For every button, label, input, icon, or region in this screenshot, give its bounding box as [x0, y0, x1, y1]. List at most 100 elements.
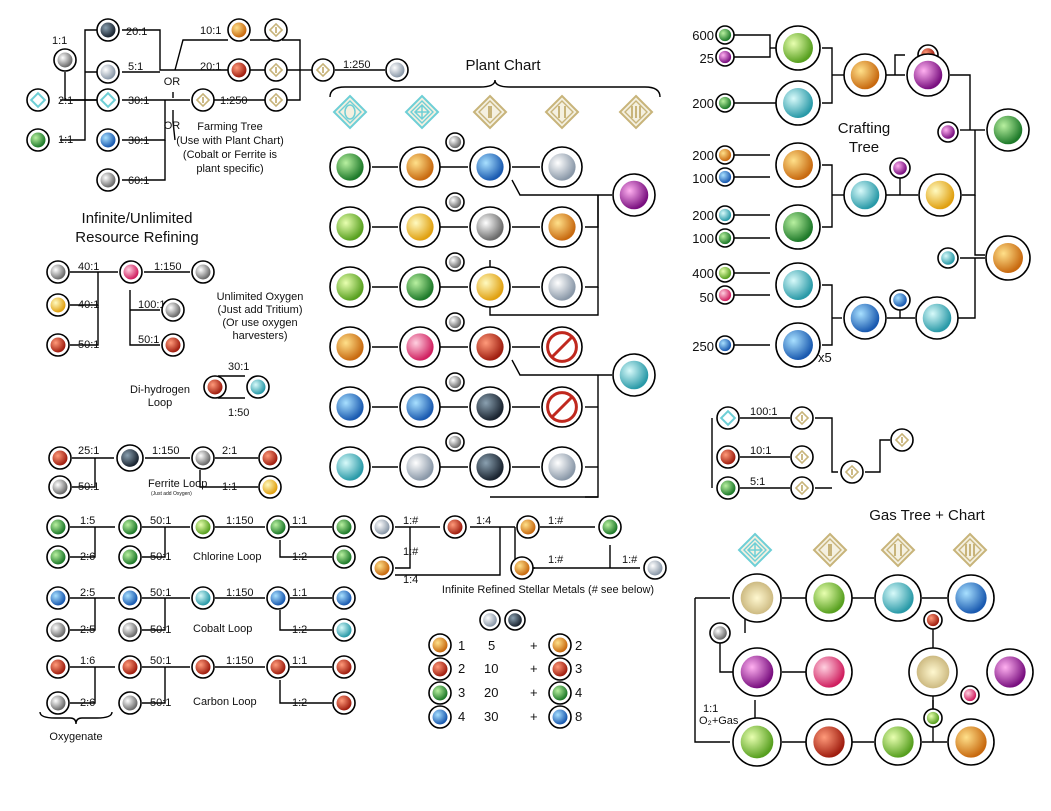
- plant-r6-c4-icon: [541, 446, 583, 488]
- svg-text:2:6: 2:6: [80, 551, 95, 563]
- cobalt-icon: [96, 128, 120, 152]
- stellar-hdr-2-icon: [504, 609, 526, 631]
- svg-text:1:150: 1:150: [226, 515, 254, 527]
- craft-glass-icon: [775, 262, 821, 308]
- dihydrogen-title-2: Loop: [148, 397, 172, 409]
- svg-text:10:1: 10:1: [200, 25, 221, 37]
- refined-c-icon: [264, 88, 288, 112]
- plant-r4-c2-icon: [399, 326, 441, 368]
- ferrite-dust-icon: [96, 60, 120, 84]
- svg-text:2:5: 2:5: [80, 624, 95, 636]
- stellar-d-icon: [643, 556, 667, 580]
- stellar-in-2-icon: [370, 556, 394, 580]
- craft-crystal-icon: [906, 53, 950, 97]
- gas-tree-mid-2-icon: [790, 445, 814, 469]
- chlorine-in-2-icon: [46, 545, 70, 569]
- gas-col-header-1-icon: [737, 532, 773, 568]
- gas-tree-in-2-icon: [716, 445, 740, 469]
- plant-r1-c3-icon: [469, 146, 511, 188]
- plant-catalyst-r5-icon: [445, 372, 465, 392]
- crafting-title-2: Tree: [849, 139, 879, 156]
- farming-title-1: Farming Tree: [197, 121, 262, 133]
- oxy-out-1-icon: [191, 260, 215, 284]
- gas-pearl-icon: [986, 648, 1034, 696]
- gas-title: Gas Tree + Chart: [869, 507, 985, 524]
- carbon-in-4-icon: [118, 691, 142, 715]
- plant-r6-c2-icon: [399, 446, 441, 488]
- cobalt-in-3-icon: [118, 586, 142, 610]
- svg-text:10: 10: [484, 661, 498, 676]
- svg-text:+: +: [530, 661, 538, 676]
- farming-title-2: (Use with Plant Chart): [176, 135, 284, 147]
- plant-r6-c3-icon: [469, 446, 511, 488]
- red-mix-icon: [227, 58, 251, 82]
- plant-chart-title: Plant Chart: [465, 57, 541, 74]
- plant-r1-c1-icon: [329, 146, 371, 188]
- svg-text:1:150: 1:150: [152, 445, 180, 457]
- gas-amber-icon: [805, 718, 853, 766]
- craft-catalyst-4-icon: [937, 247, 959, 269]
- carbon-core-icon: [191, 655, 215, 679]
- plant-col-header-2-icon: [404, 94, 440, 130]
- cobalt-out-2-icon: [332, 618, 356, 642]
- chlorine-ratio-labels: 1:5 2:6 50:1 50:1 1:150 1:1 1:2: [80, 515, 307, 563]
- svg-text:100: 100: [692, 231, 714, 246]
- svg-text:30:1: 30:1: [128, 135, 149, 147]
- svg-text:25:1: 25:1: [78, 445, 99, 457]
- svg-text:+: +: [530, 685, 538, 700]
- svg-text:2:1: 2:1: [222, 445, 237, 457]
- svg-text:1:1: 1:1: [292, 587, 307, 599]
- gas-tree-in-1-icon: [716, 406, 740, 430]
- craft-input-5-icon: [715, 167, 735, 187]
- svg-text:5:1: 5:1: [128, 61, 143, 73]
- gas-tree-mid-1-icon: [790, 406, 814, 430]
- svg-text:50:1: 50:1: [78, 481, 99, 493]
- stellar-c-icon: [510, 556, 534, 580]
- plant-r3-c1-icon: [329, 266, 371, 308]
- refined-b-icon: [264, 58, 288, 82]
- gas-sulphurine-icon: [732, 573, 782, 623]
- craft-input-10-icon: [715, 335, 735, 355]
- plant-r2-c3-icon: [469, 206, 511, 248]
- chlorine-out-1-icon: [332, 515, 356, 539]
- gas-tree-in-3-icon: [716, 476, 740, 500]
- oxygen-ratio-labels: 40:1 40:1 50:1 1:150 100:1 50:1: [78, 261, 182, 351]
- plant-r6-c1-icon: [329, 446, 371, 488]
- plant-catalyst-r2-icon: [445, 192, 465, 212]
- svg-text:1:#: 1:#: [403, 515, 419, 527]
- stellar-table: 1 5 + 2 2 10 + 3 3 20 + 4 4 30 + 8: [458, 638, 582, 724]
- svg-text:50:1: 50:1: [150, 655, 171, 667]
- chlorine-in-1-icon: [46, 515, 70, 539]
- craft-input-8-icon: [715, 263, 735, 283]
- plant-col-header-4-icon: [544, 94, 580, 130]
- stellar-row4-b-icon: [548, 705, 572, 729]
- svg-text:1:1: 1:1: [292, 515, 307, 527]
- plant-r1-c2-icon: [399, 146, 441, 188]
- plant-r2-c1-icon: [329, 206, 371, 248]
- svg-text:100:1: 100:1: [138, 299, 166, 311]
- gas-tree-mid-3-icon: [790, 476, 814, 500]
- svg-text:50:1: 50:1: [138, 334, 159, 346]
- svg-text:1:1: 1:1: [58, 134, 73, 146]
- gas-oxygen-icon: [709, 622, 731, 644]
- cobalt-core-icon: [191, 586, 215, 610]
- craft-circuit-icon: [843, 173, 887, 217]
- gas-orb-icon: [908, 647, 958, 697]
- svg-text:+: +: [530, 709, 538, 724]
- craft-lamp-icon: [775, 142, 821, 188]
- farming-title-3: (Cobalt or Ferrite is: [183, 149, 278, 161]
- svg-text:4: 4: [458, 709, 465, 724]
- stellar-b-icon: [598, 515, 622, 539]
- svg-text:50:1: 50:1: [78, 339, 99, 351]
- svg-text:50:1: 50:1: [150, 587, 171, 599]
- refined-a-icon: [264, 18, 288, 42]
- carbon-in-3-icon: [118, 655, 142, 679]
- svg-text:1:#: 1:#: [622, 554, 638, 566]
- plant-catalyst-r4-icon: [445, 312, 465, 332]
- craft-input-3-icon: [715, 93, 735, 113]
- svg-text:5: 5: [488, 638, 495, 653]
- gas-tree-ratio-labels: 100:1 10:1 5:1: [750, 406, 778, 488]
- svg-text:3: 3: [575, 661, 582, 676]
- silicate-icon: [53, 48, 77, 72]
